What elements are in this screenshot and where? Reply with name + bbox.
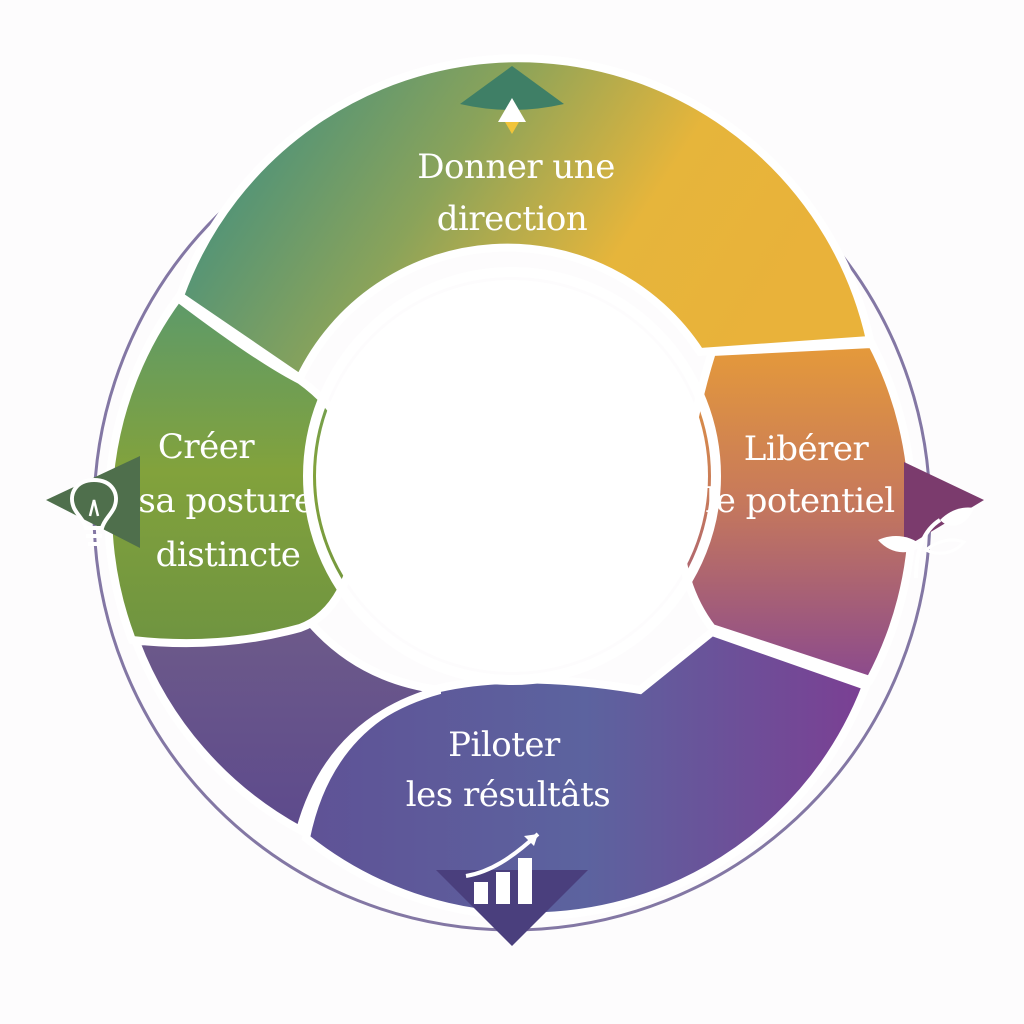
sprout-icon	[878, 507, 974, 579]
right-label-line1: Libérer	[744, 429, 870, 469]
segment-top	[175, 54, 875, 384]
top-label-line2: direction	[437, 199, 587, 239]
lightbulb-icon	[70, 477, 118, 546]
right-tab	[904, 462, 984, 548]
segment-lower-left	[130, 617, 442, 836]
left-label-line3: distincte	[156, 535, 301, 575]
triangle-arrow-glow	[505, 122, 519, 134]
bottom-label-line2: les résultâts	[406, 775, 610, 815]
left-label-line1: Créer	[158, 427, 256, 467]
top-tab	[460, 66, 564, 110]
left-label-line2: sa posture	[138, 481, 313, 521]
bottom-label-line1: Piloter	[448, 725, 561, 765]
top-label-line1: Donner une	[417, 147, 615, 187]
triangle-arrow-icon	[498, 98, 526, 122]
right-label-line2: le potentiel	[705, 481, 894, 521]
inner-ring	[303, 267, 721, 685]
bar-chart-growth-icon	[465, 832, 540, 904]
inner-hole	[316, 280, 708, 672]
